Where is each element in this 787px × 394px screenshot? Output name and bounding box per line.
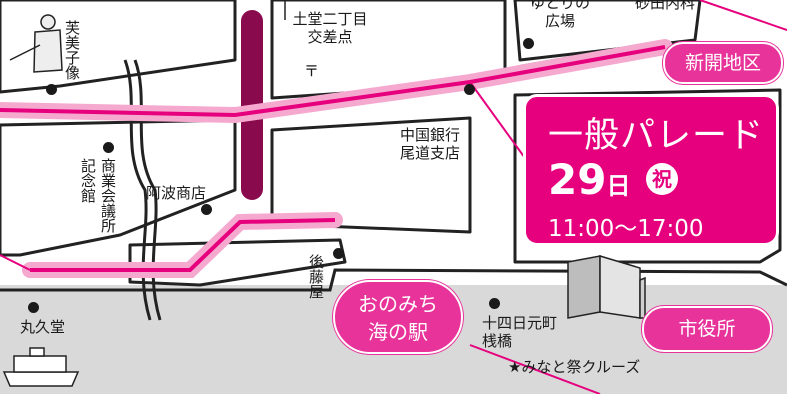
boat-icon xyxy=(2,347,80,387)
awa-shoten-label: 阿波商店 xyxy=(146,184,207,202)
parade-time: 11:00〜17:00 xyxy=(548,216,704,242)
intersection-label: 土堂二丁目 交差点 xyxy=(292,10,368,46)
parade-route-lower xyxy=(30,218,336,272)
plaza-label: ゆとりの 広場 xyxy=(529,0,590,30)
commerce-hall-label: 商業会議所 xyxy=(99,158,117,233)
marukyudo-label: 丸久堂 xyxy=(20,318,66,336)
parade-title: 一般パレード xyxy=(548,116,765,156)
marukyudo-dot xyxy=(28,302,39,313)
parade-route-upper xyxy=(0,45,666,118)
line-shinkai xyxy=(699,0,787,31)
city-hall-badge: 市役所 xyxy=(642,306,772,352)
line-left-route xyxy=(0,254,31,271)
parade-day: 29日 xyxy=(548,155,631,204)
pier-dot xyxy=(489,298,500,309)
shinkai-badge: 新開地区 xyxy=(663,42,783,84)
plaza-dot xyxy=(523,38,534,49)
kinen-kan-label: 記念館 xyxy=(79,158,97,203)
pier-label: 十四日元町 桟橋 xyxy=(482,314,558,350)
building-icon xyxy=(567,254,646,319)
goto-ya-dot xyxy=(333,248,344,259)
awa-shoten-dot xyxy=(201,204,212,215)
parade-info-box: 一般パレード 29日 祝 11:00〜17:00 xyxy=(523,94,779,246)
holiday-badge: 祝 xyxy=(646,163,678,195)
bank-dot xyxy=(464,84,475,95)
statue-icon xyxy=(9,14,63,73)
goto-ya-label: 後藤屋 xyxy=(307,254,325,299)
line-cruise xyxy=(469,344,601,394)
statue-label: 芙美子像 xyxy=(63,20,81,80)
harbor-edge xyxy=(0,268,787,292)
post-office-icon: 〒 xyxy=(304,62,320,80)
clinic-label: 砂田内科 xyxy=(635,0,696,12)
bank-label: 中国銀行 尾道支店 xyxy=(400,126,461,162)
commerce-hall-dot xyxy=(103,142,114,153)
station-badge: おのみち 海の駅 xyxy=(333,280,463,354)
statue-dot xyxy=(46,84,57,95)
cruise-label: ★みなと祭クルーズ xyxy=(508,358,641,376)
